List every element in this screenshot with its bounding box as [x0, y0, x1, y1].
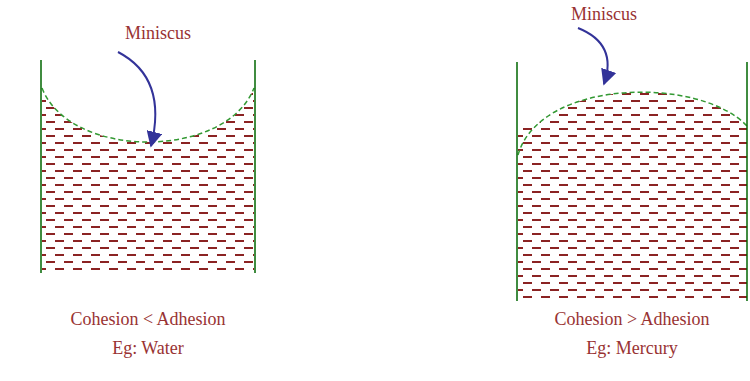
container-wall [746, 62, 748, 301]
caption-line: Eg: Water [112, 337, 184, 359]
mercury-liquid [518, 92, 747, 300]
meniscus-label: Miniscus [571, 3, 637, 25]
container-wall [254, 60, 256, 273]
caption-line: Cohesion > Adhesion [554, 308, 709, 330]
container-wall [40, 60, 42, 273]
container-wall [516, 62, 518, 301]
meniscus-label: Miniscus [125, 22, 191, 44]
concave-meniscus [42, 88, 254, 142]
caption-line: Eg: Mercury [586, 337, 677, 359]
water-liquid [42, 88, 254, 272]
pointer-arrow [118, 52, 155, 146]
pointer-arrow [578, 28, 608, 84]
convex-meniscus [518, 92, 747, 155]
caption-line: Cohesion < Adhesion [70, 308, 225, 330]
